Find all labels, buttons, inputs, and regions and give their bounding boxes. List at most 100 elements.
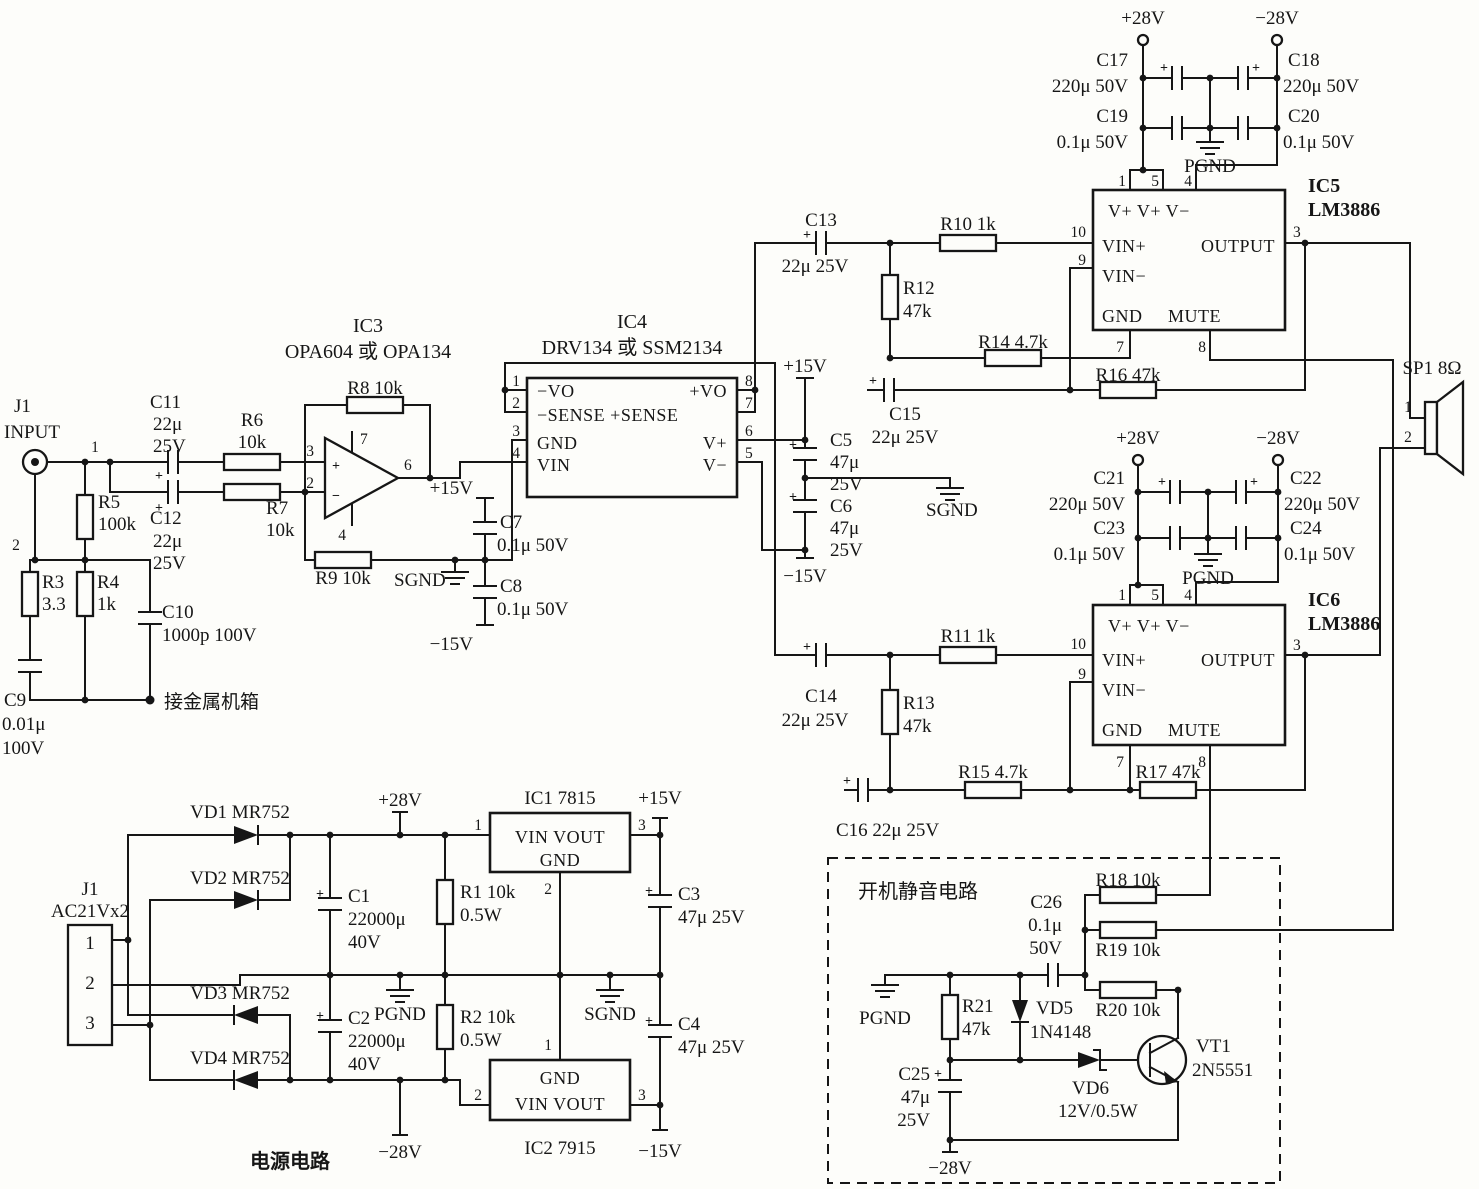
resistor-r11 bbox=[938, 645, 998, 665]
ch2-wires bbox=[774, 447, 1426, 896]
label-pgnd-mute: PGND bbox=[859, 1008, 911, 1029]
ic4-pin2: 2 bbox=[512, 395, 520, 412]
label-c3: C3 bbox=[678, 884, 700, 905]
preamp-ic3: IC3 OPA604 或 OPA134 R8 10k 3 + 2 − 7 4 6… bbox=[285, 315, 569, 655]
opamp-triangle bbox=[323, 436, 401, 520]
ic1-row2: GND bbox=[540, 850, 581, 870]
label-c9: C9 bbox=[4, 690, 26, 711]
label-r7: R7 bbox=[266, 498, 288, 519]
polarity-plus-c14: + bbox=[803, 640, 811, 655]
ic4-pin-vplus: V+ bbox=[703, 433, 727, 453]
label-ic3-name: OPA604 或 OPA134 bbox=[285, 340, 451, 363]
label-r3: R3 bbox=[42, 572, 64, 593]
ic5-pin1: 1 bbox=[1118, 173, 1126, 190]
label-r3-v: 3.3 bbox=[42, 594, 66, 615]
label-r1-w: 0.5W bbox=[460, 905, 502, 926]
label-c19-v: 0.1μ 50V bbox=[1057, 132, 1129, 153]
label-ic5: IC5 bbox=[1308, 175, 1340, 197]
label-vt1-v: 2N5551 bbox=[1192, 1060, 1253, 1081]
label-r2-w: 0.5W bbox=[460, 1030, 502, 1051]
label-j1-input: J1 bbox=[14, 396, 31, 417]
terminal-n28-ch1 bbox=[1270, 33, 1284, 47]
diode-vd3 bbox=[233, 1005, 258, 1025]
label-c9-v2: 100V bbox=[2, 738, 45, 759]
label-pgnd-ch2: PGND bbox=[1182, 568, 1234, 589]
ic5-gnd: GND bbox=[1102, 306, 1143, 326]
label-c22-v: 220μ 50V bbox=[1284, 494, 1360, 515]
label-c6-v1: 47μ bbox=[830, 518, 859, 539]
label-c7: C7 bbox=[500, 512, 522, 533]
resistor-r20 bbox=[1098, 980, 1158, 1000]
label-ch2-p28: +28V bbox=[1116, 428, 1160, 449]
label-ch1-n28: −28V bbox=[1255, 8, 1299, 29]
capacitor-c12 bbox=[167, 480, 179, 504]
capacitor-c15 bbox=[883, 378, 895, 402]
preamp-wires bbox=[304, 404, 528, 626]
polarity-plus-c22: + bbox=[1250, 475, 1258, 490]
label-sp1-pin2: 2 bbox=[1404, 429, 1412, 446]
capacitor-c9 bbox=[18, 659, 42, 673]
label-r12-v: 47k bbox=[903, 301, 932, 322]
label-r13-v: 47k bbox=[903, 716, 932, 737]
label-opamp-pin6: 6 bbox=[404, 457, 412, 474]
ic4-pin-gnd: GND bbox=[537, 433, 578, 453]
label-ic4: IC4 bbox=[617, 311, 647, 333]
label-chassis: 接金属机箱 bbox=[164, 691, 259, 713]
label-c23-v: 0.1μ 50V bbox=[1054, 544, 1126, 565]
label-r15: R15 4.7k bbox=[958, 762, 1028, 783]
label-c5: C5 bbox=[830, 430, 852, 451]
speaker-sp1: SP1 8Ω 1 2 bbox=[1402, 358, 1465, 477]
opamp-minus: − bbox=[332, 489, 340, 504]
label-ic3: IC3 bbox=[353, 315, 383, 337]
ic6-pin3: 3 bbox=[1293, 637, 1301, 654]
ic6-pin10: 10 bbox=[1071, 636, 1087, 653]
label-c14: C14 bbox=[805, 686, 837, 707]
ic5-pin4: 4 bbox=[1184, 173, 1192, 190]
ic6-body bbox=[1091, 603, 1287, 747]
ic4-pin3: 3 bbox=[512, 423, 520, 440]
transistor-vt1 bbox=[1136, 1034, 1188, 1086]
label-c23: C23 bbox=[1093, 518, 1125, 539]
label-r18: R18 10k bbox=[1096, 870, 1161, 891]
label-c20-v: 0.1μ 50V bbox=[1283, 132, 1355, 153]
ic1-row1: VIN VOUT bbox=[515, 827, 605, 847]
label-c2-v1: 22000μ bbox=[348, 1031, 406, 1052]
channel1-ic5: +28V −28V C17 220μ 50V C18 220μ 50V C19 … bbox=[754, 8, 1426, 448]
label-c6: C6 bbox=[830, 496, 852, 517]
pgnd-symbol-psu bbox=[386, 989, 414, 1003]
diode-vd4 bbox=[233, 1070, 258, 1090]
ic6-pin7: 7 bbox=[1116, 754, 1124, 771]
label-r12: R12 bbox=[903, 278, 935, 299]
ic4-pin-vin: VIN bbox=[537, 455, 571, 475]
ch1-wires bbox=[754, 44, 1426, 419]
label-sp1-pin1: 1 bbox=[1404, 399, 1412, 416]
label-r9: R9 10k bbox=[315, 568, 371, 589]
ic5-pin8: 8 bbox=[1198, 339, 1206, 356]
label-ch2-n28: −28V bbox=[1256, 428, 1300, 449]
label-c4: C4 bbox=[678, 1014, 701, 1035]
label-opamp-pin7: 7 bbox=[360, 431, 368, 448]
label-psu-conn: AC21Vx2 bbox=[51, 901, 129, 922]
terminal-p28-ch2 bbox=[1131, 453, 1145, 467]
capacitor-c17 bbox=[1171, 66, 1183, 90]
label-c26-v1: 0.1μ bbox=[1028, 915, 1062, 936]
capacitor-c10 bbox=[138, 611, 162, 625]
polarity-plus-c1: + bbox=[316, 887, 324, 902]
label-sgnd-preamp: SGND bbox=[394, 570, 446, 591]
label-psu-j1: J1 bbox=[82, 879, 99, 900]
label-r4-v: 1k bbox=[97, 594, 117, 615]
label-psu-p28: +28V bbox=[378, 790, 422, 811]
diode-vd1 bbox=[234, 825, 259, 845]
mute-wires bbox=[884, 359, 1394, 1153]
ic4-pin-sense: −SENSE +SENSE bbox=[537, 405, 678, 425]
capacitor-c25 bbox=[938, 1079, 962, 1093]
capacitor-c20 bbox=[1237, 116, 1249, 140]
capacitor-c18 bbox=[1237, 66, 1249, 90]
ic2-7915-body bbox=[488, 1058, 632, 1122]
capacitor-c8 bbox=[473, 585, 497, 599]
ic2-row1: GND bbox=[540, 1068, 581, 1088]
label-c15: C15 bbox=[889, 404, 921, 425]
ic1-pin1: 1 bbox=[474, 817, 482, 834]
label-c25-v1: 47μ bbox=[901, 1087, 930, 1108]
